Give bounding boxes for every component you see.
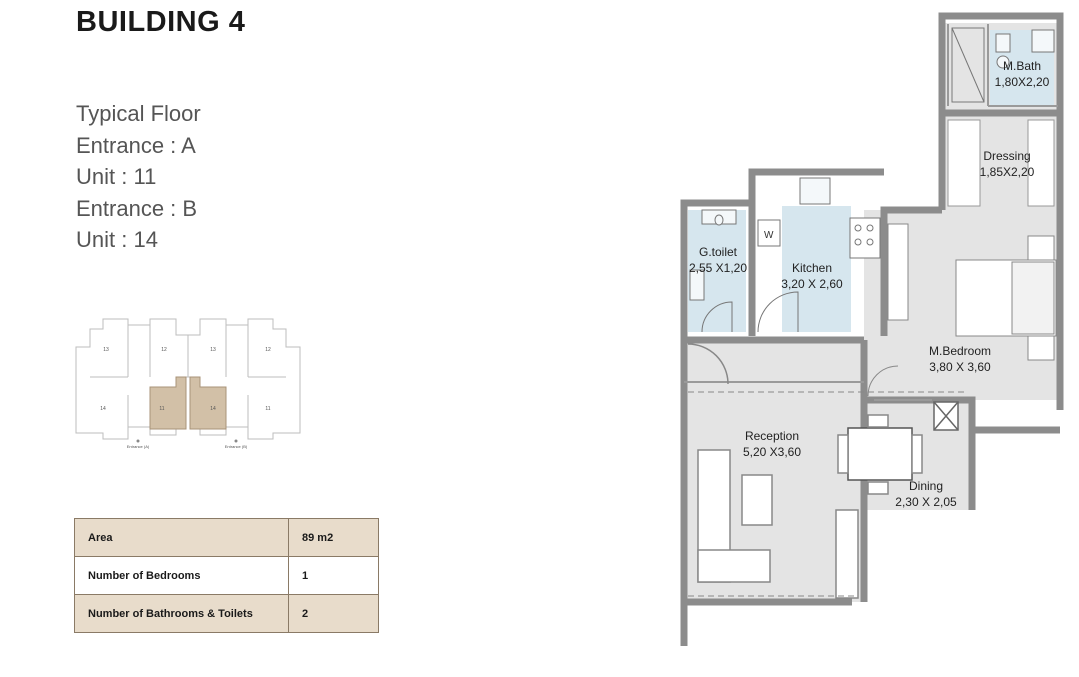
- spec-area-label: Area: [74, 518, 289, 557]
- room-name-dining: Dining: [909, 479, 943, 493]
- room-name-m-bedroom: M.Bedroom: [929, 344, 991, 358]
- unit-info: Typical Floor Entrance : A Unit : 11 Ent…: [76, 98, 201, 256]
- table-row: Area 89 m2: [74, 518, 379, 557]
- keyplan-label: 13: [210, 347, 216, 353]
- room-name-kitchen: Kitchen: [792, 261, 832, 275]
- page-title: BUILDING 4: [76, 6, 246, 38]
- bedroom-furniture: [867, 223, 1057, 397]
- room-name-reception: Reception: [745, 429, 799, 443]
- info-entrance-a: Entrance : A: [76, 132, 196, 158]
- entrance-a-marker: [136, 439, 140, 443]
- table-row: Number of Bedrooms 1: [74, 556, 379, 595]
- dashed-lines: [688, 391, 968, 597]
- room-dims-dining: 2,30 X 2,05: [895, 495, 957, 509]
- info-floor: Typical Floor: [76, 101, 201, 126]
- spec-area-value: 89 m2: [288, 518, 379, 557]
- specs-table: Area 89 m2 Number of Bedrooms 1 Number o…: [74, 518, 379, 633]
- keyplan-label: 14: [210, 406, 216, 412]
- keyplan-label: 12: [161, 347, 167, 353]
- keyplan-label: 13: [103, 347, 109, 353]
- spec-bathrooms-value: 2: [288, 594, 379, 633]
- keyplan-unit-11: [149, 376, 187, 430]
- entrance-b-marker: [234, 439, 238, 443]
- keyplan-label: 12: [265, 347, 271, 353]
- room-dims-m-bedroom: 3,80 X 3,60: [929, 360, 991, 374]
- room-name-m-bath: M.Bath: [1003, 59, 1041, 73]
- info-unit-b: Unit : 14: [76, 227, 158, 252]
- info-entrance-b: Entrance : B: [76, 195, 198, 221]
- washer-label: W: [764, 230, 774, 241]
- key-plan: 13 12 13 12 14 11 11 14 Entrance (A) Ent…: [75, 318, 301, 449]
- shaft: [933, 401, 959, 431]
- keyplan-label: 11: [159, 406, 164, 412]
- dressing-wardrobes: [947, 119, 1055, 207]
- spec-bedrooms-label: Number of Bedrooms: [74, 556, 289, 595]
- keyplan-label: 11: [265, 406, 270, 412]
- master-bath-fixtures: [951, 27, 1055, 103]
- spec-bedrooms-value: 1: [288, 556, 379, 595]
- floor-plan: W M.Bath 1,80X2,20 Dressing 1,85X2,20: [680, 12, 1064, 646]
- room-dims-m-bath: 1,80X2,20: [995, 75, 1050, 89]
- thin-walls: [684, 24, 1058, 401]
- living-furniture: [687, 343, 923, 599]
- room-dims-dressing: 1,85X2,20: [980, 165, 1035, 179]
- room-name-dressing: Dressing: [983, 149, 1030, 163]
- room-dims-reception: 5,20 X3,60: [743, 445, 801, 459]
- kitchen-fixtures: [757, 177, 881, 333]
- room-dims-kitchen: 3,20 X 2,60: [781, 277, 843, 291]
- toilet-fixtures: [689, 209, 737, 333]
- table-row: Number of Bathrooms & Toilets 2: [74, 594, 379, 633]
- keyplan-entrance-b: Entrance (B): [225, 444, 248, 449]
- info-unit-a: Unit : 11: [76, 164, 157, 189]
- spec-bathrooms-label: Number of Bathrooms & Toilets: [74, 594, 289, 633]
- room-dims-g-toilet: 2,55 X1,20: [689, 261, 747, 275]
- keyplan-unit-14: [189, 376, 227, 430]
- room-name-g-toilet: G.toilet: [699, 245, 738, 259]
- keyplan-entrance-a: Entrance (A): [127, 444, 150, 449]
- keyplan-label: 14: [100, 406, 106, 412]
